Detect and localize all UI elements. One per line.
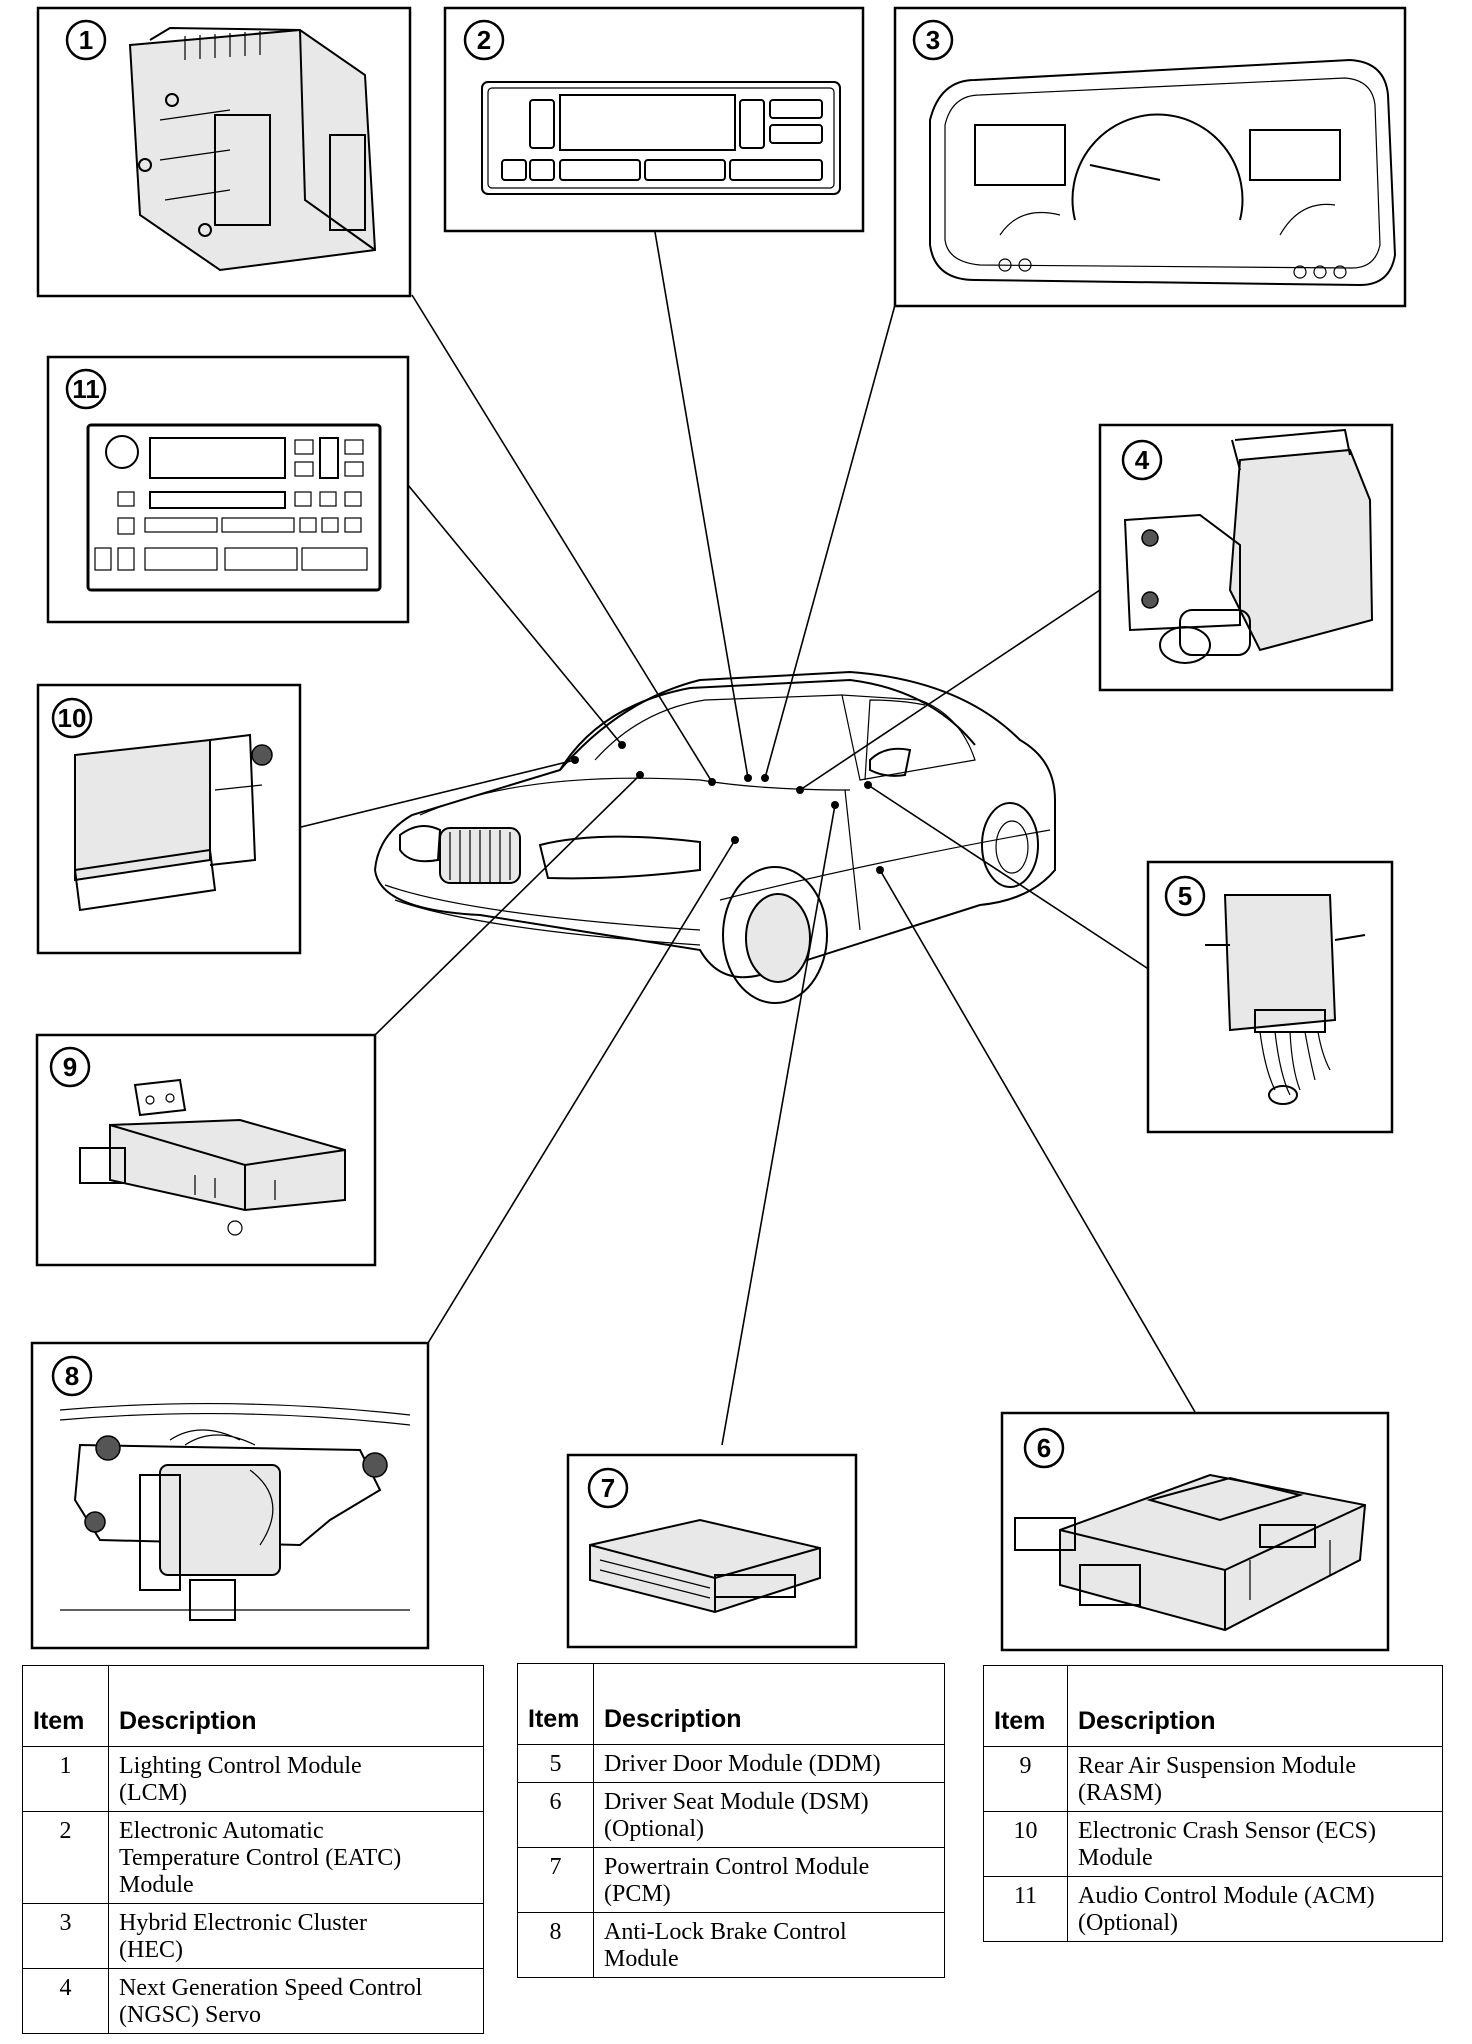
item-number: 5	[517, 1744, 594, 1783]
servo-illustration	[1123, 428, 1374, 664]
item-number: 6	[517, 1782, 594, 1848]
item-column-header: Item	[517, 1663, 594, 1745]
leader-11	[407, 484, 623, 746]
table-row: 8 Anti-Lock Brake Control Module	[517, 1912, 945, 1978]
item-number: 2	[22, 1811, 109, 1904]
table-row: 9 Rear Air Suspension Module (RASM)	[983, 1746, 1443, 1812]
dsm-illustration	[1014, 1473, 1367, 1632]
headlight-left	[399, 825, 442, 863]
leader-8	[427, 839, 736, 1344]
acm-radio-illustration	[86, 423, 382, 592]
legend-table-2: Item Description 5 Driver Door Module (D…	[517, 1663, 945, 1978]
callout-4: 4	[1135, 445, 1150, 475]
ddm-illustration	[1205, 894, 1366, 1105]
component-box-11: 11	[46, 355, 410, 624]
table-row: 11 Audio Control Module (ACM) (Optional)	[983, 1876, 1443, 1942]
item-description: Audio Control Module (ACM) (Optional)	[1078, 1883, 1375, 1936]
ecs-illustration	[73, 733, 273, 912]
legend-table-1: Item Description 1 Lighting Control Modu…	[22, 1665, 484, 2034]
callout-5: 5	[1178, 881, 1192, 911]
abs-module-illustration	[59, 1402, 411, 1621]
description-column-header: Description	[1067, 1665, 1443, 1747]
pcm-illustration	[589, 1518, 821, 1614]
leader-lines	[296, 231, 1196, 1446]
item-description: Rear Air Suspension Module (RASM)	[1078, 1753, 1356, 1806]
component-box-8: 8	[30, 1341, 430, 1650]
item-description: Driver Door Module (DDM)	[604, 1751, 881, 1777]
description-column-header: Description	[593, 1663, 945, 1745]
item-number: 11	[983, 1876, 1068, 1942]
item-column-header: Item	[22, 1665, 109, 1747]
item-number: 1	[22, 1746, 109, 1812]
eatc-panel-illustration	[481, 81, 841, 195]
leader-6	[879, 869, 1196, 1413]
item-number: 8	[517, 1912, 594, 1978]
callout-10: 10	[58, 703, 87, 733]
callout-9: 9	[63, 1052, 77, 1082]
table-row: 2 Electronic Automatic Temperature Contr…	[22, 1811, 484, 1904]
callout-8: 8	[65, 1361, 79, 1391]
component-box-4: 4	[1098, 423, 1394, 692]
callout-6: 6	[1037, 1433, 1051, 1463]
item-description: Powertrain Control Module (PCM)	[604, 1854, 870, 1907]
item-number: 4	[22, 1968, 109, 2034]
leader-3	[764, 304, 896, 779]
rasm-illustration	[79, 1078, 346, 1236]
table-row: 4 Next Generation Speed Control (NGSC) S…	[22, 1968, 484, 2034]
component-box-6: 6	[1000, 1411, 1390, 1652]
table-row: 7 Powertrain Control Module (PCM)	[517, 1847, 945, 1913]
grille-bars	[449, 830, 511, 882]
table-row: 6 Driver Seat Module (DSM) (Optional)	[517, 1782, 945, 1848]
item-description: Driver Seat Module (DSM) (Optional)	[604, 1789, 869, 1842]
legend-header-row: Item Description	[983, 1665, 1443, 1747]
cluster-illustration	[929, 58, 1397, 287]
leader-2	[654, 231, 749, 779]
legend-header-row: Item Description	[22, 1665, 484, 1747]
lcm-illustration	[128, 26, 377, 272]
item-description: Electronic Crash Sensor (ECS) Module	[1078, 1818, 1376, 1871]
leader-5	[867, 784, 1151, 971]
vehicle-illustration	[373, 670, 1056, 1004]
component-box-3: 3	[893, 6, 1407, 308]
component-box-7: 7	[566, 1453, 858, 1649]
rear-wheel	[981, 802, 1039, 888]
legend-header-row: Item Description	[517, 1663, 945, 1745]
callout-11: 11	[72, 374, 100, 404]
leader-7	[721, 804, 836, 1446]
front-wheel	[722, 866, 828, 1004]
component-box-9: 9	[35, 1033, 377, 1267]
side-mirror	[869, 747, 912, 777]
item-number: 9	[983, 1746, 1068, 1812]
component-box-1: 1	[36, 6, 412, 298]
leader-4	[799, 589, 1101, 791]
component-box-5: 5	[1146, 860, 1394, 1134]
item-number: 10	[983, 1811, 1068, 1877]
description-column-header: Description	[108, 1665, 484, 1747]
item-description: Hybrid Electronic Cluster (HEC)	[119, 1910, 367, 1963]
table-row: 10 Electronic Crash Sensor (ECS) Module	[983, 1811, 1443, 1877]
component-box-2: 2	[443, 6, 865, 233]
leader-1	[411, 294, 713, 783]
item-description: Anti-Lock Brake Control Module	[604, 1919, 847, 1972]
item-description: Electronic Automatic Temperature Control…	[119, 1818, 402, 1898]
callout-2: 2	[477, 25, 491, 55]
table-row: 5 Driver Door Module (DDM)	[517, 1744, 945, 1783]
item-number: 7	[517, 1847, 594, 1913]
callout-1: 1	[79, 25, 93, 55]
legend-table-3: Item Description 9 Rear Air Suspension M…	[983, 1665, 1443, 1942]
table-row: 3 Hybrid Electronic Cluster (HEC)	[22, 1903, 484, 1969]
callout-3: 3	[926, 25, 940, 55]
item-description: Lighting Control Module (LCM)	[119, 1753, 362, 1806]
item-column-header: Item	[983, 1665, 1068, 1747]
component-box-10: 10	[36, 683, 302, 955]
item-description: Next Generation Speed Control (NGSC) Ser…	[119, 1975, 423, 2028]
headlight-right	[538, 835, 701, 880]
table-row: 1 Lighting Control Module (LCM)	[22, 1746, 484, 1812]
callout-7: 7	[601, 1473, 615, 1503]
leader-10	[296, 759, 576, 829]
item-number: 3	[22, 1903, 109, 1969]
leader-9	[374, 774, 641, 1036]
